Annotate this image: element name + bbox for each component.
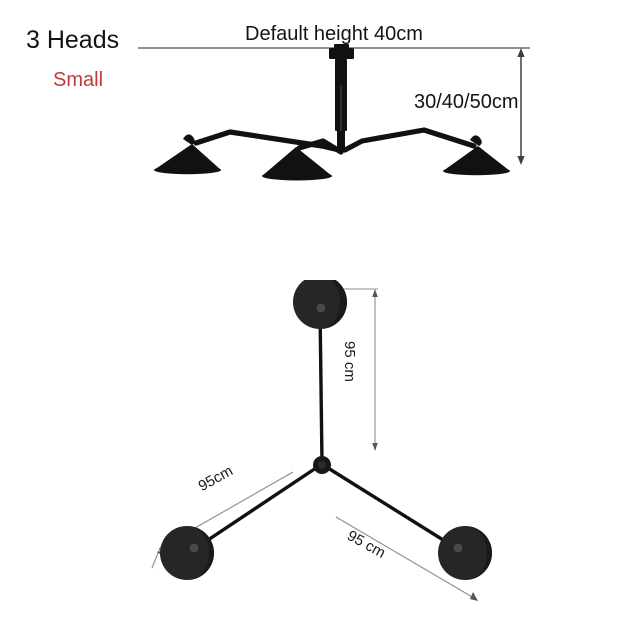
lamp-shade-cone-icon [154,134,221,175]
drop-height-range-label: 30/40/50cm [414,91,519,113]
top-view-drawing [151,280,492,601]
arm-top [318,306,324,465]
dimension-arrow-icon [372,289,378,297]
dimension-arrow-icon [372,443,378,451]
lamp-shade-top-icon [293,280,347,329]
dimension-arrow-icon [470,592,478,601]
ceiling-mount-icon [329,44,354,59]
arm-bottom-right [326,466,458,550]
lamp-shade-top-icon [160,526,214,580]
top-view-arms [194,306,458,550]
lamp-shade-top-icon [438,526,492,580]
right-arm-dimension [335,516,478,601]
arm-center [296,138,344,155]
default-height-label: Default height 40cm [245,23,423,45]
product-size-label: Small [53,69,104,91]
lamp-shade-cone-icon [443,135,510,176]
drop-rod [335,59,347,152]
arm-vertical-dimension-label: 95 cm [341,341,358,382]
lamp-shade-cone-icon [262,147,332,181]
arm-hub-icon [313,456,331,474]
dimension-arrow-icon [517,48,525,57]
lamp-arms [193,127,477,155]
arm-right [342,127,477,153]
dimension-arrow-icon [517,156,525,165]
drop-height-dimension [517,48,525,165]
side-view-drawing [138,44,530,181]
product-heads-title: 3 Heads [26,26,120,54]
arm-bottom-left [194,466,318,550]
